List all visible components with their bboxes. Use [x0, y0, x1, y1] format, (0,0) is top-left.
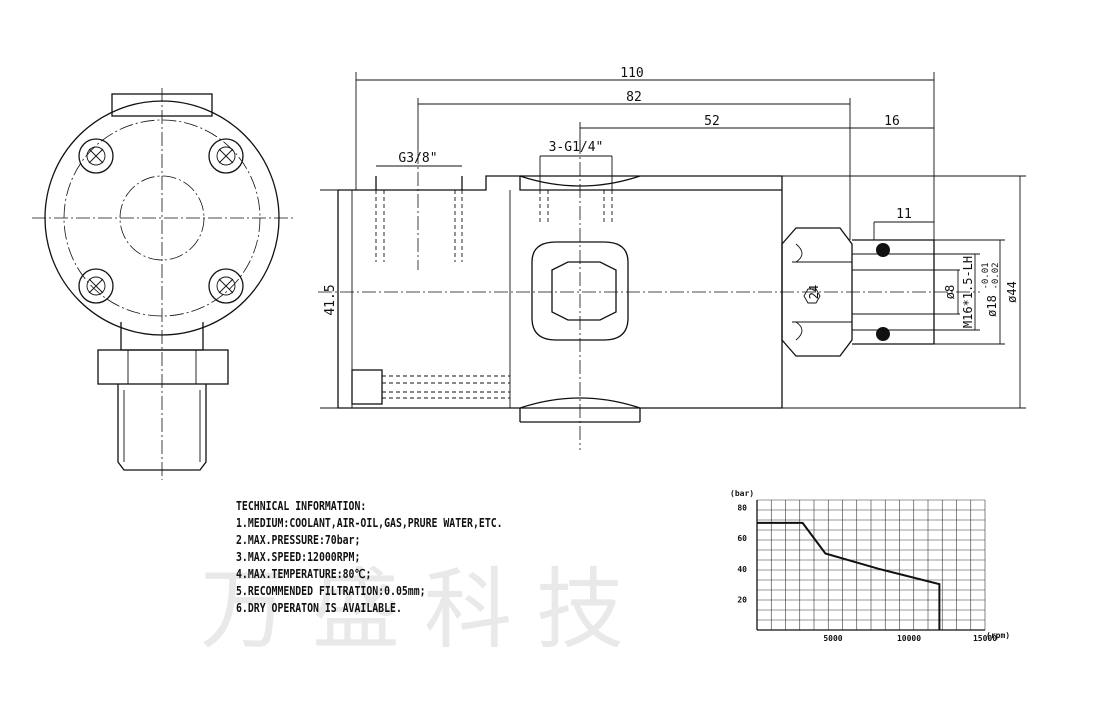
port-g38 [375, 176, 463, 262]
dim-thread: M16*1.5-LH [961, 256, 975, 328]
chart-x-tick-label: 10000 [897, 634, 921, 643]
bolt-hole-tr [208, 138, 244, 174]
end-view [32, 88, 294, 480]
tech-info-title: TECHNICAL INFORMATION: [236, 499, 367, 513]
dim-dia-18-lower: -0.02 [991, 262, 1001, 289]
bolt-hole-br [208, 268, 244, 304]
chart-y-tick-label: 80 [737, 504, 747, 513]
dim-dia-18-upper: -0.01 [981, 262, 991, 289]
dimension-labels: 110 82 52 16 G3/8" 3-G1/4" 11 41.5 24 ø8… [323, 66, 1019, 328]
chart-grid [757, 499, 986, 630]
chart-ticks: 5000 10000 15000 20 40 60 80 [737, 504, 997, 643]
chart-y-tick-label: 40 [737, 565, 747, 574]
dimension-lines [320, 72, 1021, 409]
technical-information: TECHNICAL INFORMATION: 1.MEDIUM:COOLANT,… [236, 498, 561, 617]
shaft [852, 239, 935, 345]
tech-info-item-4: 4.MAX.TEMPERATURE:80℃; [236, 567, 372, 581]
tech-info-item-5: 5.RECOMMENDED FILTRATION:0.05mm; [236, 584, 426, 598]
tech-info-item-1: 1.MEDIUM:COOLANT,AIR-OIL,GAS,PRURE WATER… [236, 516, 503, 530]
dim-52: 52 [704, 114, 720, 129]
dim-41-5: 41.5 [323, 284, 338, 315]
watermark-text: 万盛科技 [200, 558, 648, 661]
tech-info-item-2: 2.MAX.PRESSURE:70bar; [236, 533, 361, 547]
dim-g14: 3-G1/4" [549, 140, 604, 155]
chart-y-unit: (bar) [730, 489, 754, 498]
pressure-speed-chart: (bar) (rpm) 5000 10000 15000 20 40 60 80 [730, 489, 1010, 643]
chart-y-tick-label: 60 [737, 534, 747, 543]
bolt-hole-tl [78, 138, 114, 174]
tech-info-item-3: 3.MAX.SPEED:12000RPM; [236, 550, 361, 564]
rotor-nut [781, 227, 853, 357]
dim-82: 82 [626, 90, 642, 105]
dim-g38: G3/8" [398, 151, 437, 166]
dim-110: 110 [620, 66, 643, 81]
bolt-hole-bl [78, 268, 114, 304]
side-view [318, 140, 1026, 450]
chart-series [757, 521, 941, 630]
dim-11: 11 [896, 207, 912, 222]
dim-dia-8: ø8 [943, 285, 957, 299]
chart-series-line [757, 521, 941, 630]
tech-info-item-6: 6.DRY OPERATON IS AVAILABLE. [236, 601, 402, 615]
dim-hex-24: 24 [807, 285, 821, 299]
dim-dia-44: ø44 [1005, 281, 1019, 303]
dim-dia-18: ø18 [985, 295, 999, 317]
chart-x-tick-label: 15000 [973, 634, 997, 643]
dim-16: 16 [884, 114, 900, 129]
chart-y-tick-label: 20 [737, 595, 747, 604]
chart-x-unit: (rpm) [986, 631, 1010, 640]
chart-x-tick-label: 5000 [823, 634, 842, 643]
